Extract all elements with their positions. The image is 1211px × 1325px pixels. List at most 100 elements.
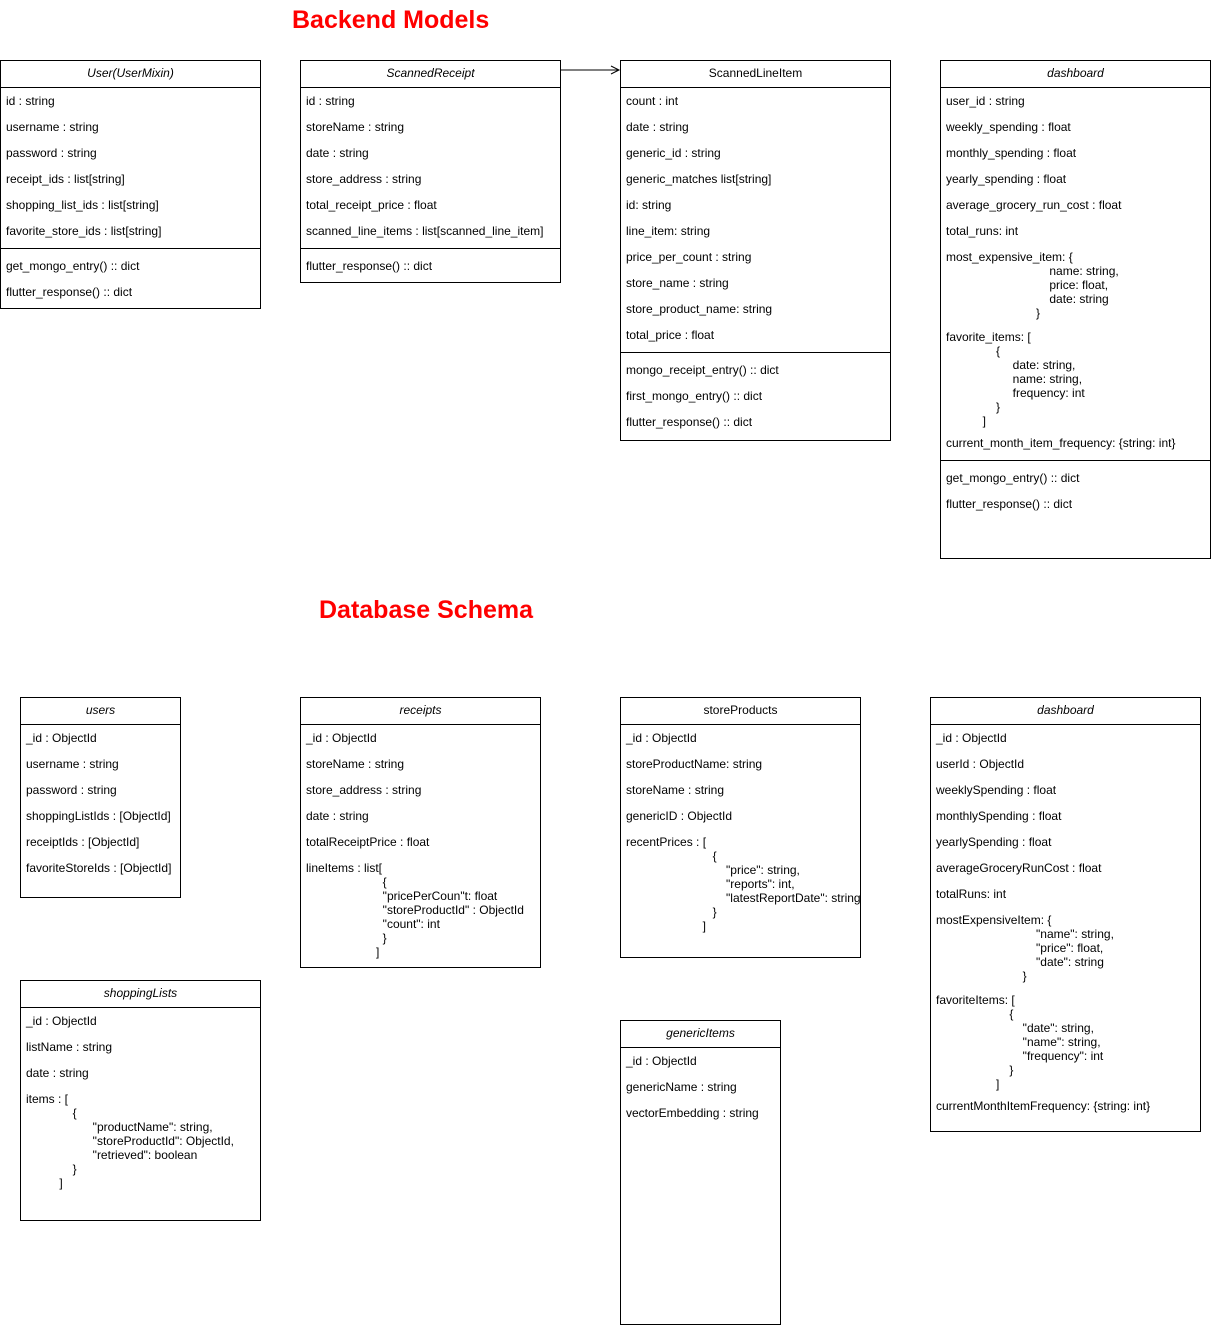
- dashboard-methods: get_mongo_entry() :: dict flutter_respon…: [941, 460, 1210, 517]
- store-products-collection-name: storeProducts: [621, 698, 860, 725]
- user-field-shopping-list-ids: shopping_list_ids : list[string]: [6, 198, 159, 212]
- scanned-receipt-class-name: ScannedReceipt: [301, 61, 560, 88]
- shopping-lists-field-list-name: listName : string: [26, 1040, 113, 1054]
- scanned-line-item-field-generic-matches: generic_matches list[string]: [626, 172, 772, 186]
- store-products-field-recent-prices: recentPrices : [ { "price": string, "rep…: [626, 835, 861, 933]
- database-schema-title: Database Schema: [319, 596, 534, 624]
- scanned-line-item-field-count: count : int: [626, 94, 679, 108]
- receipts-field-store-address: store_address : string: [306, 783, 422, 797]
- dashboard-db-field-average-run-cost: averageGroceryRunCost : float: [936, 861, 1102, 875]
- dashboard-db-field-yearly-spending: yearlySpending : float: [936, 835, 1052, 849]
- dashboard-collection-name: dashboard: [931, 698, 1200, 725]
- users-field-username: username : string: [26, 757, 119, 771]
- store-products-field-generic-id: genericID : ObjectId: [626, 809, 733, 823]
- dashboard-field-average-run-cost: average_grocery_run_cost : float: [946, 198, 1122, 212]
- scanned-line-item-method-mongo-receipt-entry: mongo_receipt_entry() :: dict: [626, 363, 779, 377]
- users-field-password: password : string: [26, 783, 117, 797]
- user-field-password: password : string: [6, 146, 97, 160]
- scanned-receipt-field-store-address: store_address : string: [306, 172, 422, 186]
- user-field-favorite-store-ids: favorite_store_ids : list[string]: [6, 224, 162, 238]
- users-field-receipt-ids: receiptIds : [ObjectId]: [26, 835, 140, 849]
- dashboard-db-field-user-id: userId : ObjectId: [936, 757, 1025, 771]
- dashboard-field-favorite-items: favorite_items: [ { date: string, name: …: [946, 330, 1085, 428]
- store-products-field-store-product-name: storeProductName: string: [626, 757, 763, 771]
- scanned-line-item-field-line-item: line_item: string: [626, 224, 711, 238]
- generic-items-collection-name: genericItems: [621, 1021, 780, 1048]
- scanned-receipt-class-box: ScannedReceipt id : string storeName : s…: [300, 60, 561, 283]
- dashboard-field-yearly-spending: yearly_spending : float: [946, 172, 1067, 186]
- user-methods: get_mongo_entry() :: dict flutter_respon…: [1, 248, 260, 305]
- scanned-line-item-class-box: ScannedLineItem count : int date : strin…: [620, 60, 891, 441]
- user-field-id: id : string: [6, 94, 55, 108]
- scanned-line-item-method-flutter-response: flutter_response() :: dict: [626, 415, 753, 429]
- scanned-line-item-methods: mongo_receipt_entry() :: dict first_mong…: [621, 352, 890, 435]
- scanned-line-item-field-total-price: total_price : float: [626, 328, 715, 342]
- users-collection-box: users _id : ObjectId username : string p…: [20, 697, 181, 898]
- receipts-field-id: _id : ObjectId: [306, 731, 377, 745]
- dashboard-db-field-weekly-spending: weeklySpending : float: [936, 783, 1057, 797]
- dashboard-field-weekly-spending: weekly_spending : float: [946, 120, 1071, 134]
- dashboard-db-field-current-month-frequency: currentMonthItemFrequency: {string: int}: [936, 1099, 1151, 1113]
- dashboard-db-field-total-runs: totalRuns: int: [936, 887, 1007, 901]
- scanned-line-item-field-id: id: string: [626, 198, 672, 212]
- generic-items-field-generic-name: genericName : string: [626, 1080, 737, 1094]
- generic-items-field-vector-embedding: vectorEmbedding : string: [626, 1106, 759, 1120]
- dashboard-method-get-mongo-entry: get_mongo_entry() :: dict: [946, 471, 1080, 485]
- dashboard-class-name: dashboard: [941, 61, 1210, 88]
- scanned-line-item-class-name: ScannedLineItem: [621, 61, 890, 88]
- users-collection-name: users: [21, 698, 180, 725]
- user-method-flutter-response: flutter_response() :: dict: [6, 285, 133, 299]
- receipts-collection-name: receipts: [301, 698, 540, 725]
- dashboard-field-total-runs: total_runs: int: [946, 224, 1019, 238]
- scanned-receipt-field-id: id : string: [306, 94, 355, 108]
- users-field-shopping-list-ids: shoppingListIds : [ObjectId]: [26, 809, 171, 823]
- scanned-line-item-field-store-product-name: store_product_name: string: [626, 302, 773, 316]
- user-field-username: username : string: [6, 120, 99, 134]
- user-class-name: User(UserMixin): [1, 61, 260, 88]
- user-field-receipt-ids: receipt_ids : list[string]: [6, 172, 125, 186]
- dashboard-db-field-monthly-spending: monthlySpending : float: [936, 809, 1062, 823]
- scanned-receipt-field-line-items: scanned_line_items : list[scanned_line_i…: [306, 224, 544, 238]
- users-field-id: _id : ObjectId: [26, 731, 97, 745]
- dashboard-field-current-month-frequency: current_month_item_frequency: {string: i…: [946, 436, 1176, 450]
- store-products-field-store-name: storeName : string: [626, 783, 725, 797]
- scanned-line-item-method-first-mongo-entry: first_mongo_entry() :: dict: [626, 389, 763, 403]
- scanned-line-item-field-price-per-count: price_per_count : string: [626, 250, 752, 264]
- dashboard-field-monthly-spending: monthly_spending : float: [946, 146, 1077, 160]
- store-products-field-id: _id : ObjectId: [626, 731, 697, 745]
- shopping-lists-field-items: items : [ { "productName": string, "stor…: [26, 1092, 234, 1190]
- store-products-collection-box: storeProducts _id : ObjectId storeProduc…: [620, 697, 861, 958]
- receipts-collection-box: receipts _id : ObjectId storeName : stri…: [300, 697, 541, 968]
- scanned-line-item-field-generic-id: generic_id : string: [626, 146, 721, 160]
- generic-items-collection-box: genericItems _id : ObjectId genericName …: [620, 1020, 781, 1325]
- association-arrow-head: [610, 65, 621, 75]
- dashboard-db-field-id: _id : ObjectId: [936, 731, 1007, 745]
- dashboard-db-field-most-expensive-item: mostExpensiveItem: { "name": string, "pr…: [936, 913, 1114, 983]
- scanned-receipt-field-store-name: storeName : string: [306, 120, 405, 134]
- generic-items-field-id: _id : ObjectId: [626, 1054, 697, 1068]
- shopping-lists-collection-name: shoppingLists: [21, 981, 260, 1008]
- dashboard-field-user-id: user_id : string: [946, 94, 1025, 108]
- shopping-lists-collection-box: shoppingLists _id : ObjectId listName : …: [20, 980, 261, 1221]
- scanned-line-item-field-date: date : string: [626, 120, 689, 134]
- receipts-field-store-name: storeName : string: [306, 757, 405, 771]
- receipts-field-total-receipt-price: totalReceiptPrice : float: [306, 835, 430, 849]
- shopping-lists-field-id: _id : ObjectId: [26, 1014, 97, 1028]
- dashboard-db-field-favorite-items: favoriteItems: [ { "date": string, "name…: [936, 993, 1104, 1091]
- receipts-field-line-items: lineItems : list[ { "pricePerCoun"t: flo…: [306, 861, 524, 959]
- scanned-receipt-field-date: date : string: [306, 146, 369, 160]
- dashboard-method-flutter-response: flutter_response() :: dict: [946, 497, 1073, 511]
- user-class-box: User(UserMixin) id : string username : s…: [0, 60, 261, 309]
- dashboard-field-most-expensive-item: most_expensive_item: { name: string, pri…: [946, 250, 1119, 320]
- scanned-receipt-methods: flutter_response() :: dict: [301, 248, 560, 279]
- receipts-field-date: date : string: [306, 809, 369, 823]
- scanned-line-item-field-store-name: store_name : string: [626, 276, 729, 290]
- shopping-lists-field-date: date : string: [26, 1066, 89, 1080]
- backend-models-title: Backend Models: [292, 6, 490, 34]
- scanned-receipt-method-flutter-response: flutter_response() :: dict: [306, 259, 433, 273]
- users-field-favorite-store-ids: favoriteStoreIds : [ObjectId]: [26, 861, 172, 875]
- dashboard-collection-box: dashboard _id : ObjectId userId : Object…: [930, 697, 1201, 1132]
- dashboard-class-box: dashboard user_id : string weekly_spendi…: [940, 60, 1211, 559]
- user-method-get-mongo-entry: get_mongo_entry() :: dict: [6, 259, 140, 273]
